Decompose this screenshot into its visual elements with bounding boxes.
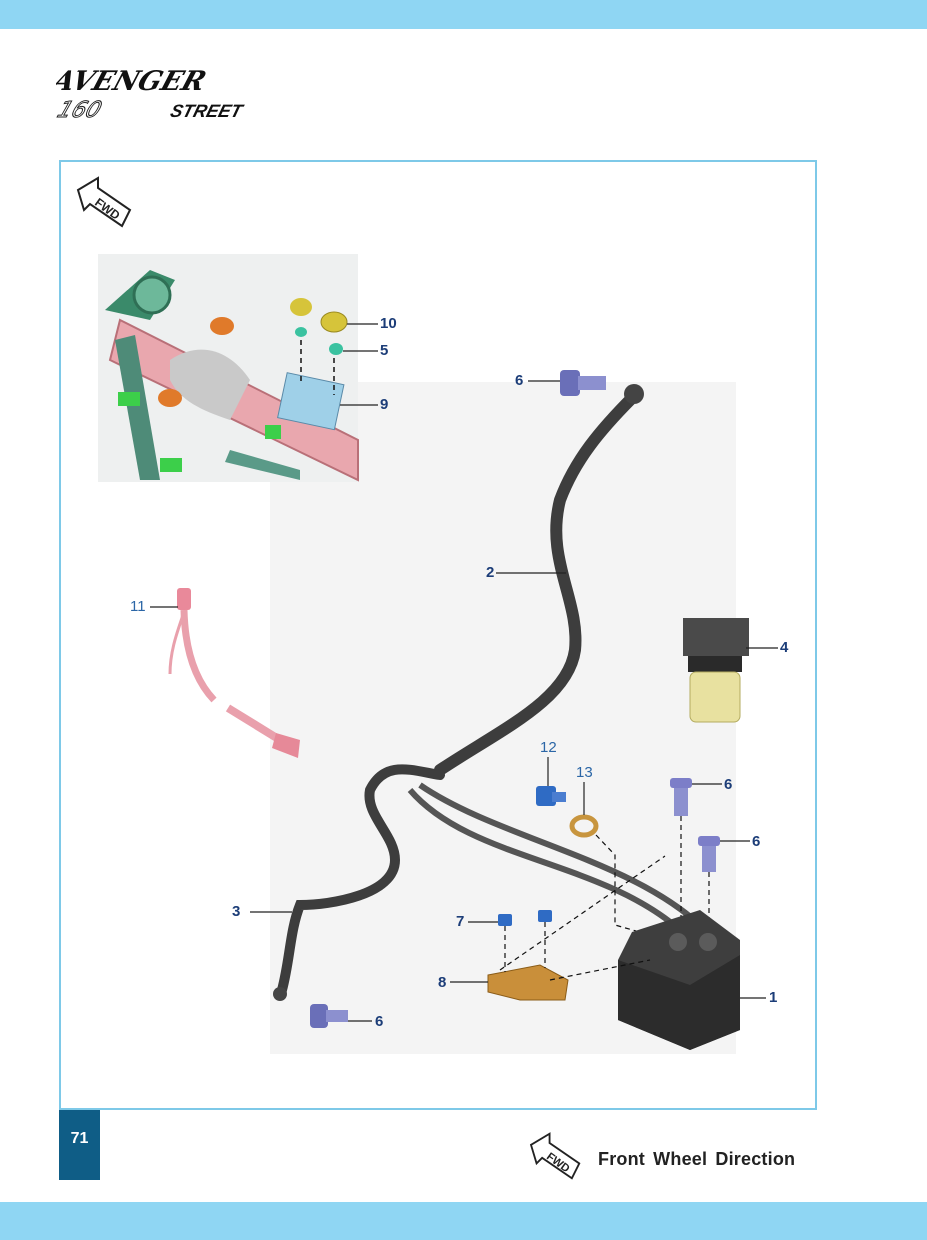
frame-inset-image [98, 254, 359, 482]
washer-part-5 [329, 343, 343, 355]
callout-2: 2 [486, 564, 495, 581]
callout-9: 9 [380, 396, 389, 413]
callout-13: 13 [576, 764, 593, 781]
callout-12: 12 [540, 739, 557, 756]
nut-part-10 [320, 311, 348, 333]
brake-hose-part-3 [277, 764, 445, 995]
bolt-part-7 [498, 914, 512, 926]
svg-text:160: 160 [56, 98, 105, 123]
page-number: 71 [70, 1130, 89, 1147]
callout-6-right-lower: 6 [752, 833, 761, 850]
brake-hose-part-2 [434, 390, 640, 776]
diagram-frame [59, 160, 817, 1110]
banjo-bolt-part-6-top [560, 370, 606, 396]
bolt-part-7b [538, 910, 552, 922]
bracket-part-8 [487, 964, 569, 1001]
fwd-arrow-icon: FWD [76, 176, 132, 228]
callout-8: 8 [438, 974, 447, 991]
callout-10: 10 [380, 315, 397, 332]
avenger-160-street-logo: AVENGER 160 STREET [56, 65, 246, 124]
page-number-tab: 71 [59, 1110, 100, 1180]
vent-tube-part-11 [168, 588, 300, 758]
top-color-band [0, 0, 927, 29]
banjo-bolt-part-6-right-lower [698, 836, 720, 872]
connector-part-4 [683, 618, 749, 723]
fwd-legend-arrow-icon: FWD [529, 1132, 581, 1180]
bottom-color-band [0, 1202, 927, 1240]
legend-front-wheel-direction: Front Wheel Direction [598, 1149, 796, 1169]
callout-5: 5 [380, 342, 389, 359]
bolt-part-12 [536, 786, 566, 806]
svg-text:AVENGER: AVENGER [56, 65, 210, 97]
abs-module-part-1 [618, 910, 740, 1050]
svg-text:STREET: STREET [168, 100, 246, 121]
banjo-bolt-part-6-right-upper [670, 778, 692, 816]
banjo-bolt-part-6-bottom [310, 1004, 348, 1028]
callout-4: 4 [780, 639, 789, 656]
callout-3: 3 [232, 903, 241, 920]
callout-1: 1 [769, 989, 778, 1006]
callout-11: 11 [130, 598, 146, 615]
callout-6-bottom: 6 [375, 1013, 384, 1030]
callout-7: 7 [456, 913, 465, 930]
callout-6-right-upper: 6 [724, 776, 733, 793]
callout-6-top: 6 [515, 372, 524, 389]
washer-part-13 [569, 814, 599, 838]
